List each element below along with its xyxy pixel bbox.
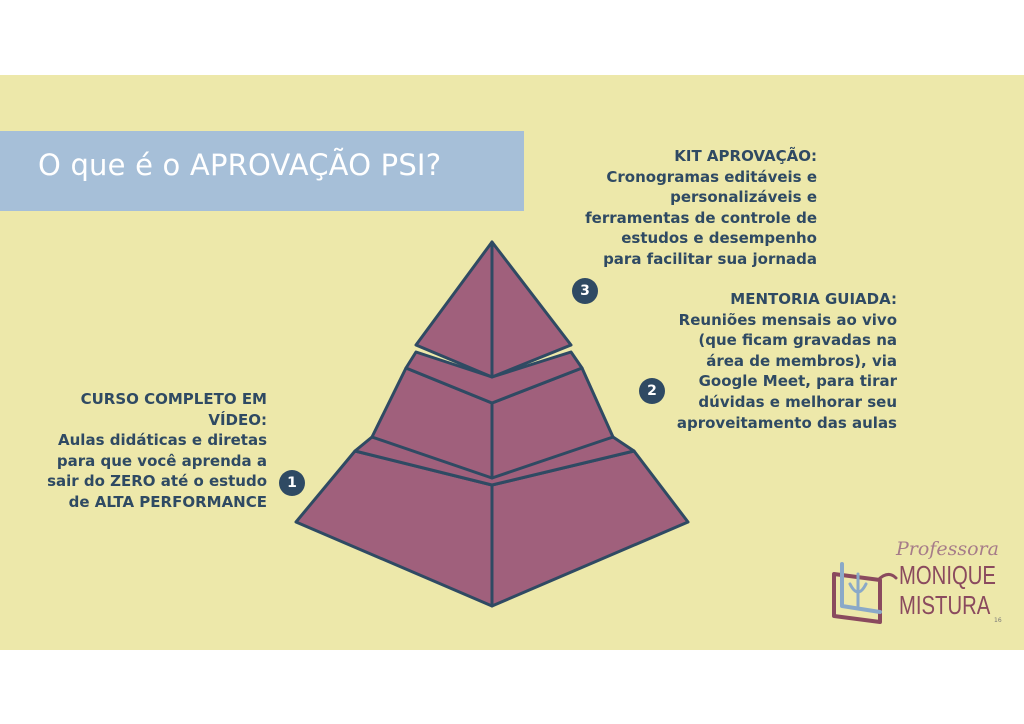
level-2-heading: MENTORIA GUIADA: (730, 290, 897, 308)
level-3-line: estudos e desempenho (621, 229, 817, 248)
level-1-description: CURSO COMPLETO EM VÍDEO: Aulas didáticas… (30, 389, 267, 513)
level-1-heading: CURSO COMPLETO EM (80, 390, 267, 408)
level-1-line: Aulas didáticas e diretas (58, 431, 267, 450)
level-2-line: Google Meet, para tirar (698, 372, 897, 391)
level-3-line: Cronogramas editáveis e (606, 167, 817, 186)
level-2-line: (que ficam gravadas na (698, 331, 897, 350)
level-2-description: MENTORIA GUIADA: Reuniões mensais ao viv… (640, 289, 897, 433)
logo-script-text: Professora (896, 538, 999, 560)
level-1-line: de ALTA PERFORMANCE (68, 492, 267, 511)
page-number: 16 (994, 617, 1002, 624)
level-1-line: sair do ZERO até o estudo (47, 472, 267, 491)
logo-name-line-2: MISTURA (899, 590, 991, 620)
level-1-line: para que você aprenda a (56, 451, 267, 470)
level-2-line: dúvidas e melhorar seu (698, 392, 897, 411)
level-1-heading: VÍDEO: (208, 410, 267, 429)
level-2-number-badge: 2 (639, 378, 665, 404)
pyramid-tier-3-right-face (490, 240, 573, 379)
level-1-number-badge: 1 (279, 470, 305, 496)
level-2-line: área de membros), via (706, 351, 897, 370)
level-2-line: aproveitamento das aulas (676, 413, 897, 432)
level-3-line: personalizáveis e (670, 188, 817, 207)
logo-name-line-1: MONIQUE (899, 560, 996, 590)
level-3-description: KIT APROVAÇÃO: Cronogramas editáveis e p… (560, 146, 817, 270)
slide-title: O que é o APROVAÇÃO PSI? (38, 148, 442, 182)
level-2-line: Reuniões mensais ao vivo (678, 310, 897, 329)
logo-psi-emblem-icon (832, 562, 898, 624)
level-3-heading: KIT APROVAÇÃO: (674, 147, 817, 165)
level-3-line: para facilitar sua jornada (603, 249, 817, 268)
level-3-line: ferramentas de controle de (585, 208, 817, 227)
title-band (0, 131, 524, 211)
level-3-number-badge: 3 (572, 278, 598, 304)
